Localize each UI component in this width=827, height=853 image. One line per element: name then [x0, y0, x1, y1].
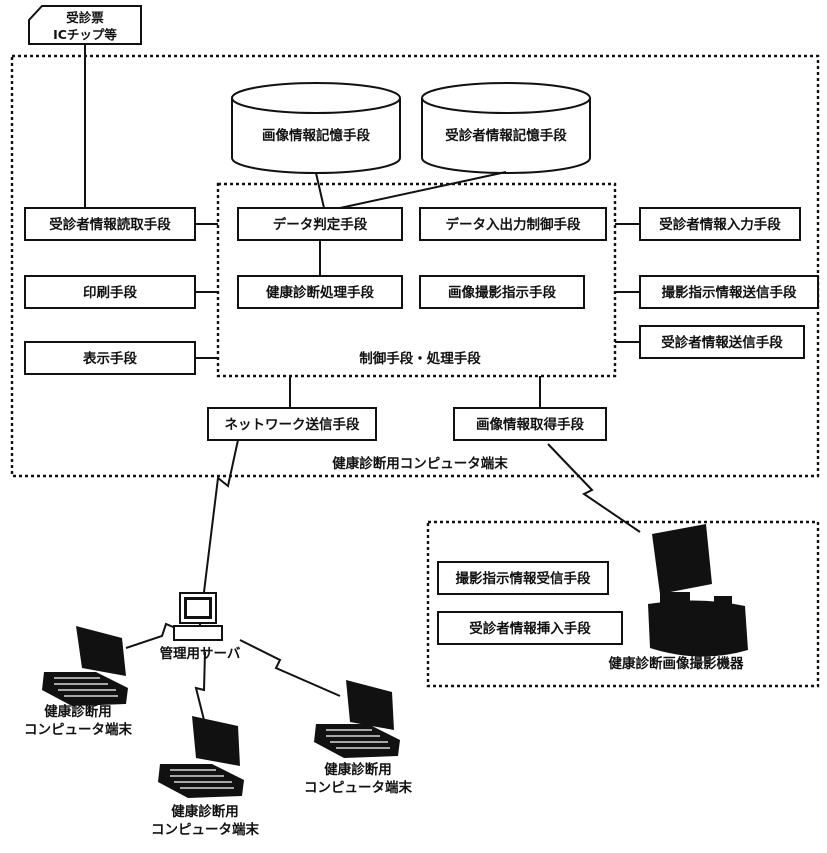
card-node: 受診票 ICチップ等: [29, 6, 141, 44]
device-label: 健康診断画像撮影機器: [609, 655, 744, 672]
health-process-label: 健康診断処理手段: [266, 284, 374, 301]
shoot-send-label: 撮影指示情報送信手段: [662, 284, 797, 301]
laptop-bottom-label-1: 健康診断用: [171, 803, 239, 820]
network-send-box: ネットワーク送信手段: [208, 408, 376, 440]
control-label: 制御手段・処理手段: [359, 350, 481, 367]
laptop-bottom-label-2: コンピュータ端末: [151, 821, 259, 838]
server-link-bottom: [196, 652, 205, 720]
data-io-box: データ入出力制御手段: [420, 208, 606, 240]
shoot-send-box: 撮影指示情報送信手段: [640, 276, 818, 308]
card-label-1: 受診票: [66, 10, 104, 25]
reader-label: 受診者情報読取手段: [49, 216, 171, 233]
network-send-label: ネットワーク送信手段: [225, 416, 360, 433]
reader-box: 受診者情報読取手段: [25, 208, 195, 240]
patient-storage-label: 受診者情報記憶手段: [445, 127, 567, 144]
patient-storage-cylinder: 受診者情報記憶手段: [422, 83, 590, 173]
laptop-left-label-2: コンピュータ端末: [24, 721, 132, 738]
image-shoot-label: 画像撮影指示手段: [448, 284, 556, 301]
patient-send-label: 受診者情報送信手段: [661, 334, 783, 351]
patient-storage-connector: [340, 172, 506, 208]
laptop-icon-right: [314, 680, 400, 758]
imaging-device-icon: [648, 524, 748, 657]
server-icon: [174, 593, 222, 640]
data-judge-box: データ判定手段: [238, 208, 402, 240]
laptop-right-label-2: コンピュータ端末: [304, 779, 412, 796]
image-storage-cylinder: 画像情報記憶手段: [232, 83, 400, 173]
card-label-2: ICチップ等: [53, 27, 117, 42]
shoot-recv-label: 撮影指示情報受信手段: [456, 570, 591, 587]
server-link-right: [240, 640, 340, 696]
print-box: 印刷手段: [25, 276, 195, 308]
data-judge-label: データ判定手段: [273, 216, 368, 233]
display-label: 表示手段: [83, 350, 137, 367]
print-label: 印刷手段: [83, 284, 137, 301]
terminal-label: 健康診断用コンピュータ端末: [332, 455, 508, 472]
image-shoot-box: 画像撮影指示手段: [420, 276, 584, 308]
patient-insert-label: 受診者情報挿入手段: [469, 620, 591, 637]
laptop-right-label-1: 健康診断用: [324, 761, 392, 778]
patient-insert-box: 受診者情報挿入手段: [438, 612, 622, 644]
network-wireless-link: [204, 440, 238, 592]
input-box: 受診者情報入力手段: [640, 208, 800, 240]
image-storage-label: 画像情報記憶手段: [262, 127, 370, 144]
laptop-left-label-1: 健康診断用: [44, 703, 112, 720]
health-process-box: 健康診断処理手段: [238, 276, 402, 308]
image-get-box: 画像情報取得手段: [454, 408, 606, 440]
laptop-icon-left: [42, 626, 128, 706]
server-label: 管理用サーバ: [160, 645, 241, 662]
shoot-recv-box: 撮影指示情報受信手段: [438, 562, 608, 594]
terminal-boundary: [12, 56, 818, 476]
image-get-label: 画像情報取得手段: [476, 416, 584, 433]
laptop-icon-bottom: [158, 716, 244, 798]
device-wireless-link: [548, 444, 640, 532]
image-storage-connector: [316, 173, 324, 208]
input-label: 受診者情報入力手段: [659, 216, 781, 233]
patient-send-box: 受診者情報送信手段: [640, 326, 804, 358]
display-box: 表示手段: [25, 342, 195, 374]
data-io-label: データ入出力制御手段: [446, 216, 581, 233]
